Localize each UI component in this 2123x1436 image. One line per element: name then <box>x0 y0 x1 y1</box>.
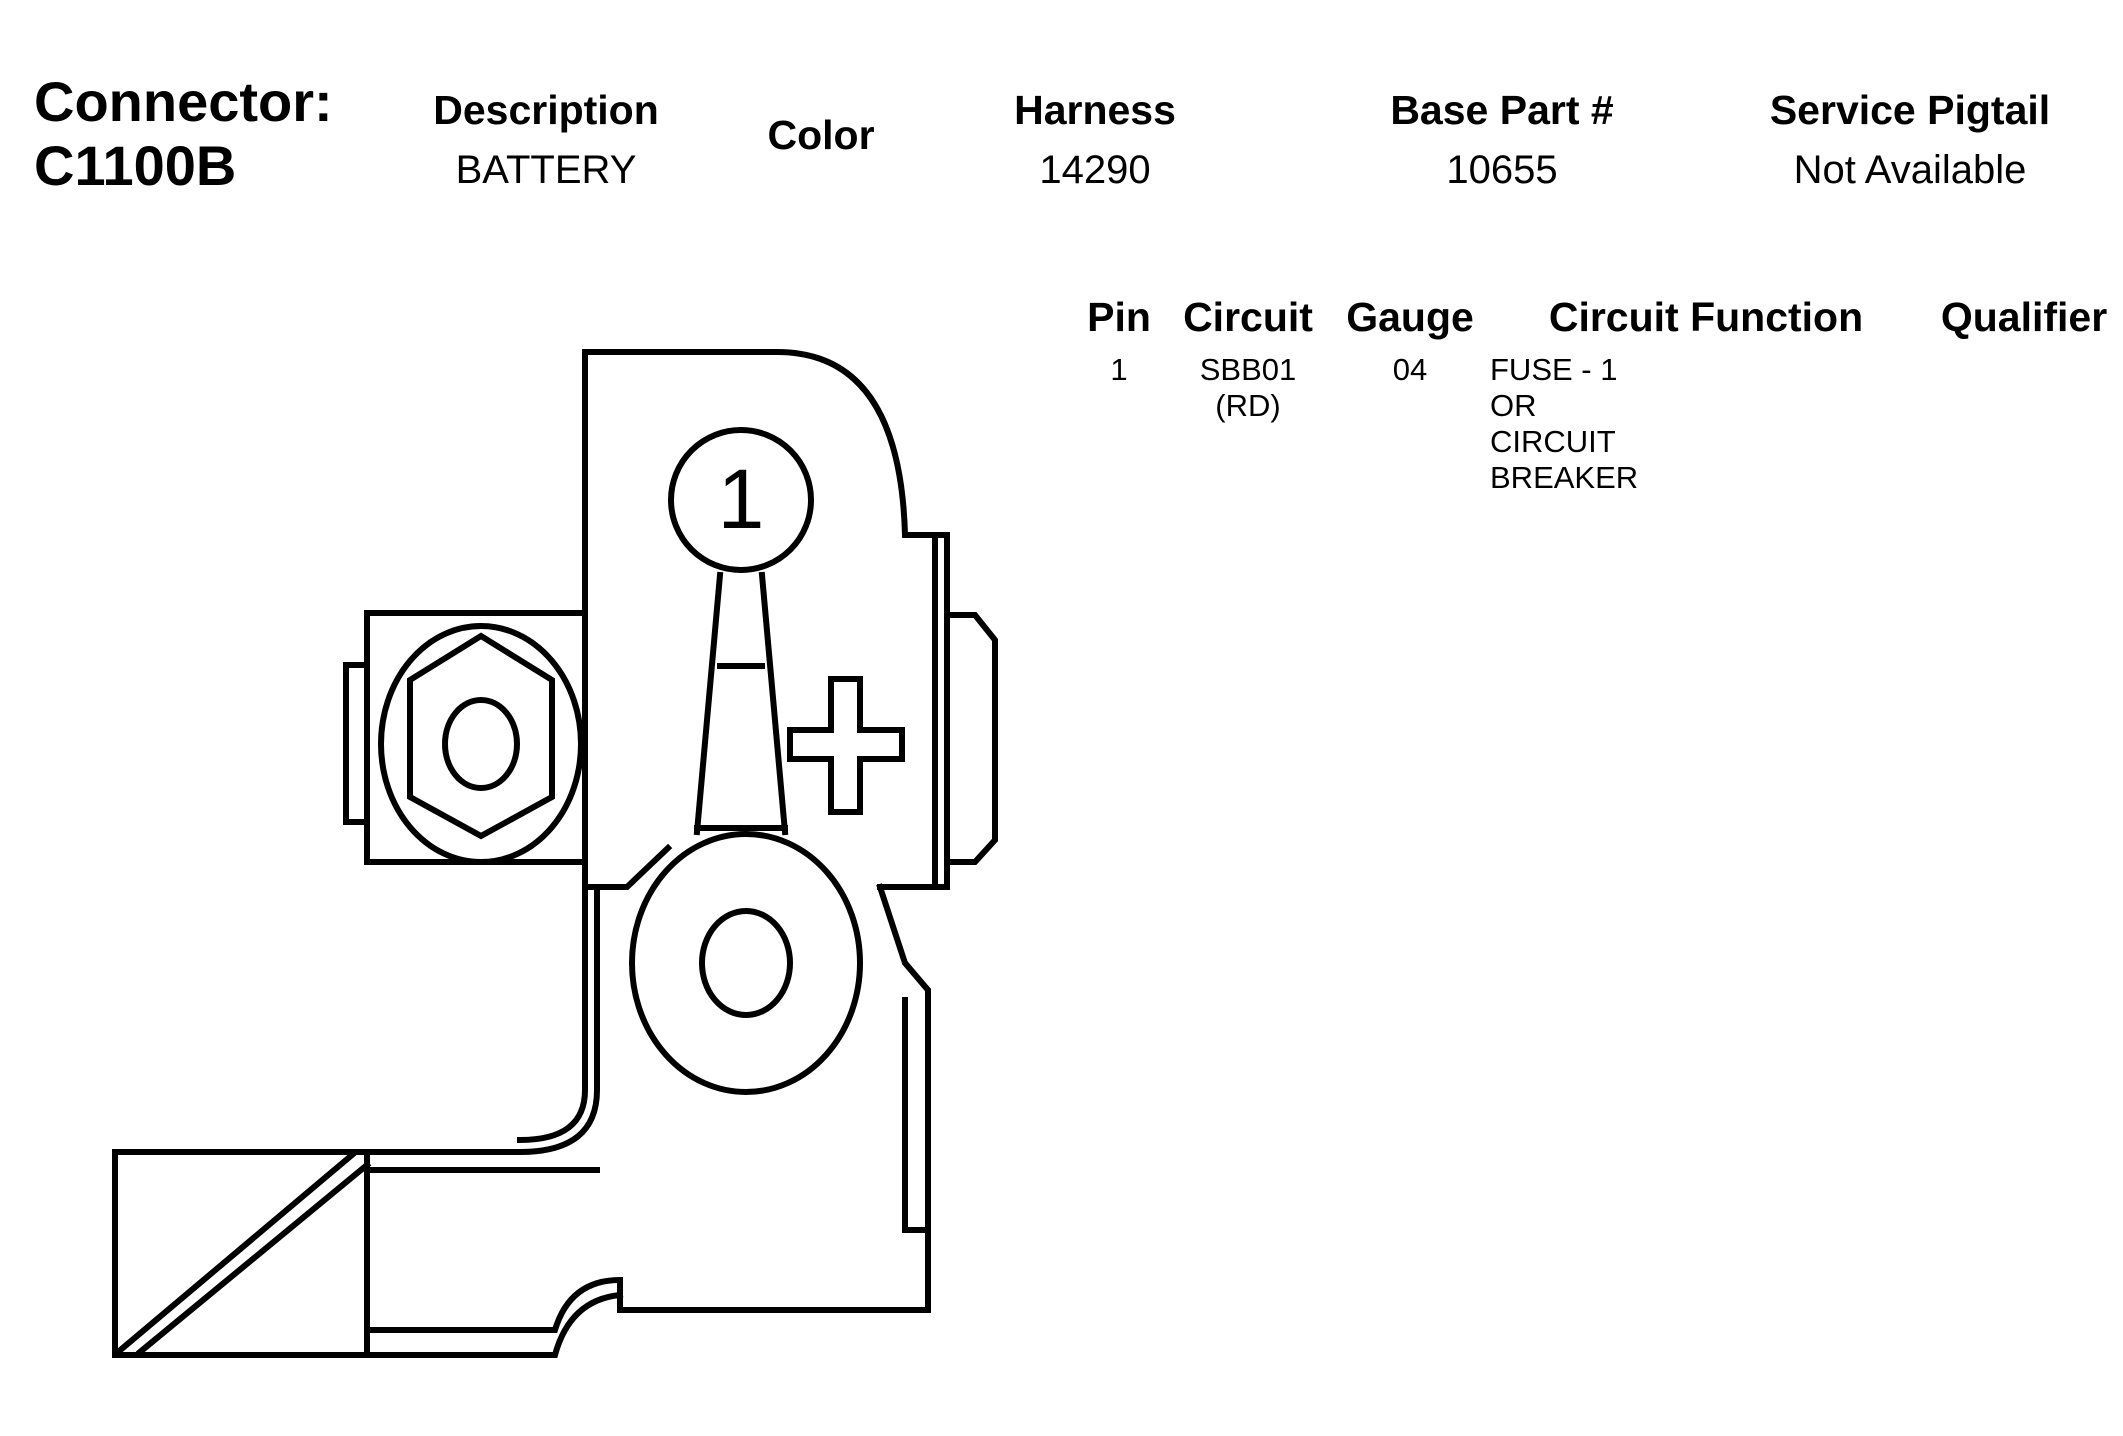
service-pigtail-label: Service Pigtail <box>1769 87 2051 133</box>
base-part-column: Base Part # 10655 <box>1390 85 1613 195</box>
pin-callout-leader <box>693 571 789 836</box>
hex-nut-icon <box>407 632 555 840</box>
column-header-circuit: Circuit <box>1183 294 1313 340</box>
connector-id: C1100B <box>34 134 237 197</box>
stud-hole <box>442 697 520 791</box>
latch-tab <box>944 612 998 865</box>
bracket-right <box>617 883 931 1313</box>
cell-circuit-function: FUSE - 1 OR CIRCUIT BREAKER <box>1490 352 1638 496</box>
harness-label: Harness <box>1014 87 1176 133</box>
column-header-qualifier: Qualifier <box>1940 294 2108 340</box>
cell-function-line1: FUSE - 1 OR CIRCUIT <box>1490 352 1618 459</box>
wire-end-diagonal <box>113 1150 372 1357</box>
column-header-pin: Pin <box>1087 294 1151 340</box>
cell-pin: 1 <box>1110 352 1128 387</box>
service-pigtail-column: Service Pigtail Not Available <box>1770 85 2050 195</box>
cell-circuit-code: SBB01 <box>1199 352 1297 387</box>
service-pigtail-value: Not Available <box>1793 148 2027 192</box>
harness-column: Harness 14290 <box>1014 85 1176 195</box>
description-label: Description <box>433 87 659 133</box>
color-column: Color <box>767 110 874 160</box>
base-part-label: Base Part # <box>1390 87 1614 133</box>
bracket-right-inner <box>902 997 931 1233</box>
cell-function-line2: BREAKER <box>1490 460 1639 495</box>
plus-icon <box>787 676 905 815</box>
column-header-gauge: Gauge <box>1346 294 1474 340</box>
description-value: BATTERY <box>455 148 637 192</box>
bracket-notch-line <box>364 1149 600 1358</box>
pin-callout-number: 1 <box>718 452 765 546</box>
housing-outline <box>582 349 950 890</box>
cell-circuit-color: (RD) <box>1215 388 1281 423</box>
pin-callout-circle <box>668 427 814 573</box>
stud-washer <box>378 623 584 865</box>
terminal-ring-hole <box>699 908 793 1018</box>
column-header-circuit-function: Circuit Function <box>1548 294 1864 340</box>
color-label: Color <box>767 112 875 158</box>
connector-label: Connector: <box>34 70 333 133</box>
bracket-inner <box>516 884 588 1144</box>
terminal-ring <box>629 831 863 1095</box>
harness-value: 14290 <box>1039 148 1151 192</box>
base-part-value: 10655 <box>1446 148 1558 192</box>
cell-gauge: 04 <box>1392 352 1428 387</box>
stud-block-tab <box>343 662 370 825</box>
connector-title: Connector: C1100B <box>34 70 333 198</box>
cell-circuit: SBB01 (RD) <box>1200 352 1297 424</box>
bracket-bottom <box>364 1276 624 1358</box>
description-column: Description BATTERY <box>433 85 659 195</box>
housing-bottom-left <box>582 349 673 890</box>
bracket-outline <box>112 884 600 1358</box>
